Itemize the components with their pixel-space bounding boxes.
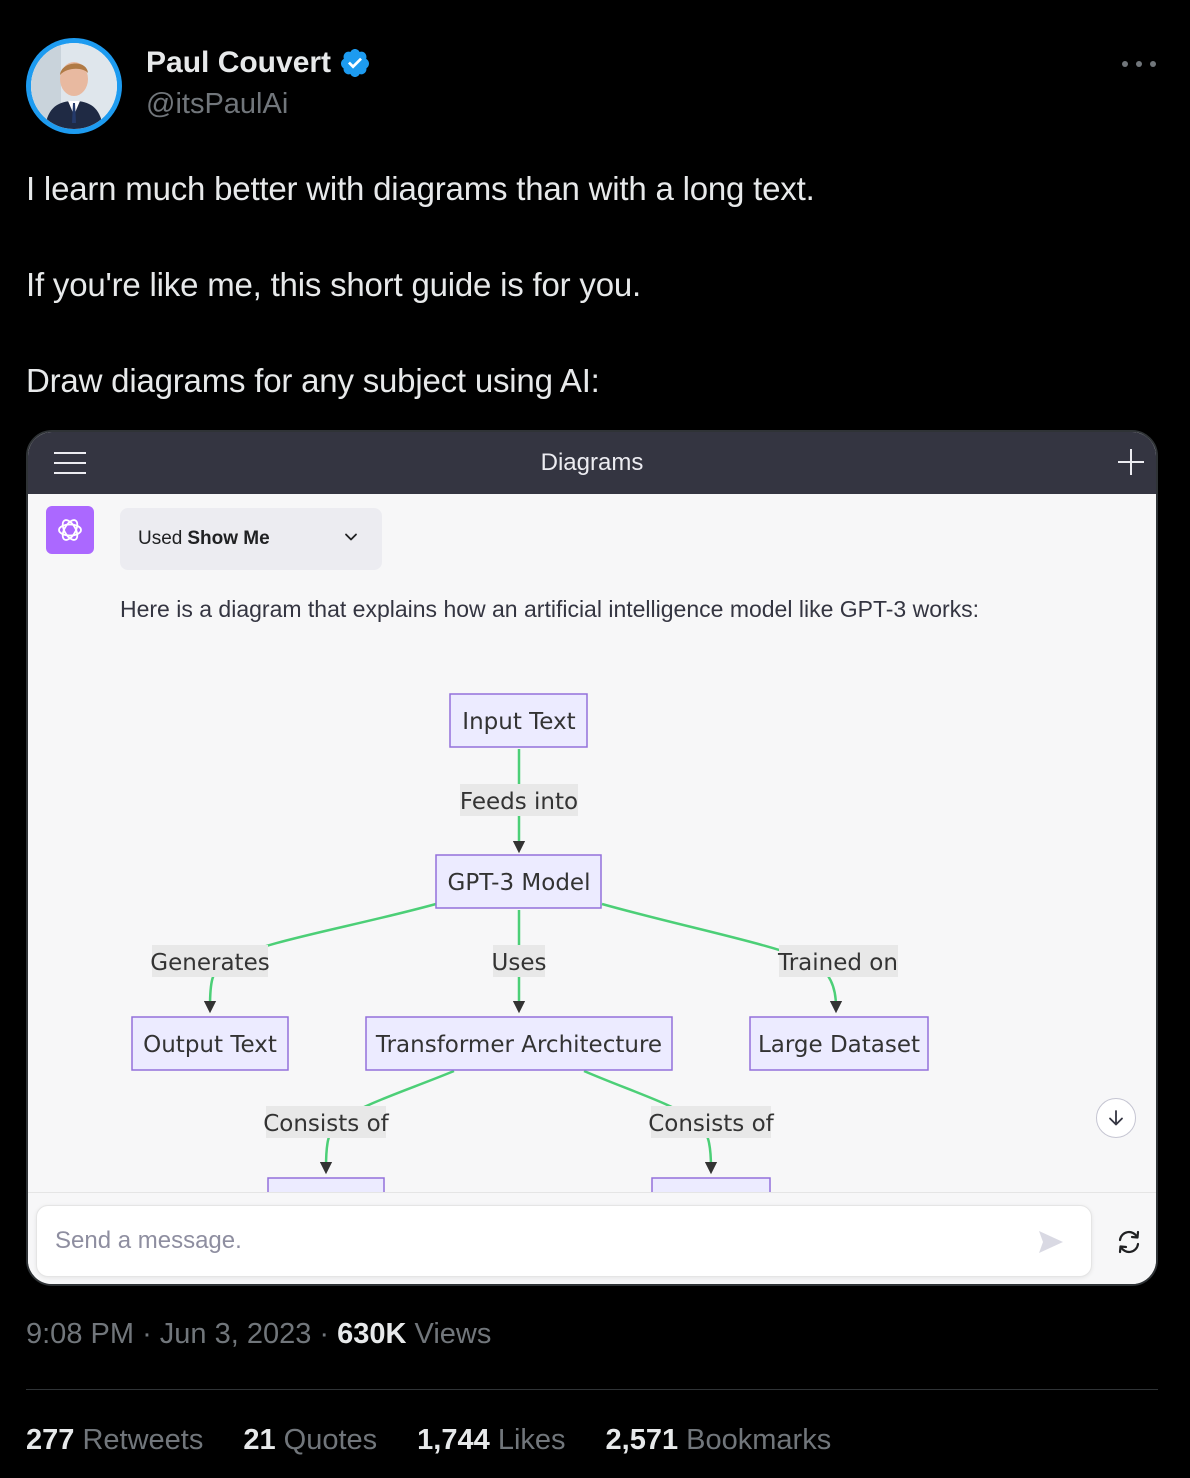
author-name[interactable]: Paul Couvert	[146, 46, 371, 80]
node-box-input-text	[449, 693, 588, 748]
more-options-icon[interactable]	[1122, 50, 1156, 78]
tweet-media-screenshot[interactable]: Diagrams Used Show Me Here is a diagram …	[26, 430, 1158, 1286]
edge-label-consists-of-right: Consists of	[648, 1111, 774, 1137]
tweet-text-line-3: Draw diagrams for any subject using AI:	[26, 362, 600, 399]
edge-label-uses: Uses	[492, 950, 547, 976]
tweet-text-line-1: I learn much better with diagrams than w…	[26, 170, 815, 207]
node-input-text: Input Text	[462, 709, 575, 735]
tweet-text-line-2: If you're like me, this short guide is f…	[26, 266, 642, 303]
edge-label-trained-on: Trained on	[777, 950, 898, 976]
edge-label-consists-of-left: Consists of	[263, 1111, 389, 1137]
author-avatar[interactable]	[26, 38, 122, 134]
openai-logo-icon	[58, 519, 82, 541]
send-paper-plane-icon[interactable]	[1036, 1227, 1066, 1257]
chevron-down-icon	[345, 533, 357, 541]
author-handle[interactable]: @itsPaulAi	[146, 88, 289, 120]
conversation-title: Diagrams	[540, 449, 644, 476]
node-box-transformer	[365, 1016, 673, 1071]
views-label: Views	[414, 1318, 492, 1350]
node-output-text: Output Text	[143, 1032, 277, 1058]
message-input[interactable]	[36, 1205, 1092, 1277]
node-box-partial-left	[267, 1177, 385, 1192]
views-count: 630K	[337, 1318, 407, 1350]
hamburger-menu-icon[interactable]	[54, 452, 86, 474]
node-large-dataset: Large Dataset	[758, 1032, 920, 1058]
regenerate-refresh-icon[interactable]	[1114, 1227, 1144, 1257]
node-box-output-text	[131, 1016, 289, 1071]
avatar-photo	[31, 43, 117, 129]
app-top-bar: Diagrams	[28, 432, 1156, 494]
message-composer	[28, 1192, 1156, 1284]
bookmarks-stat[interactable]: 2,571 Bookmarks	[605, 1424, 832, 1456]
edge-label-generates: Generates	[150, 950, 269, 976]
node-box-gpt3-model	[435, 854, 602, 909]
node-gpt3-model: GPT-3 Model	[448, 870, 591, 896]
tweet-date[interactable]: Jun 3, 2023	[159, 1318, 312, 1350]
person-silhouette-icon	[31, 43, 117, 129]
tweet-timestamp-views: 9:08 PM · Jun 3, 2023 · 630K Views	[26, 1318, 492, 1350]
assistant-avatar	[46, 506, 94, 554]
flowchart-diagram: Feeds into Generates Uses Trained on Con…	[131, 693, 929, 1192]
node-transformer-architecture: Transformer Architecture	[375, 1032, 662, 1058]
tweet-time[interactable]: 9:08 PM	[26, 1318, 134, 1350]
verified-badge-icon	[341, 49, 370, 77]
engagement-stats: 277 Retweets 21 Quotes 1,744 Likes 2,571…	[26, 1424, 831, 1457]
node-box-partial-right	[651, 1177, 771, 1192]
edge-label-feeds-into: Feeds into	[460, 789, 578, 815]
likes-stat[interactable]: 1,744 Likes	[417, 1424, 566, 1456]
divider	[26, 1389, 1158, 1390]
retweets-stat[interactable]: 277 Retweets	[26, 1424, 204, 1456]
scroll-down-arrow-icon[interactable]	[1096, 1098, 1136, 1138]
new-chat-plus-icon[interactable]	[1118, 449, 1144, 475]
quotes-stat[interactable]: 21 Quotes	[243, 1424, 378, 1456]
assistant-message-text: Here is a diagram that explains how an a…	[120, 596, 980, 622]
plugin-used-toggle[interactable]: Used Show Me	[120, 508, 382, 570]
node-box-large-dataset	[749, 1016, 929, 1071]
